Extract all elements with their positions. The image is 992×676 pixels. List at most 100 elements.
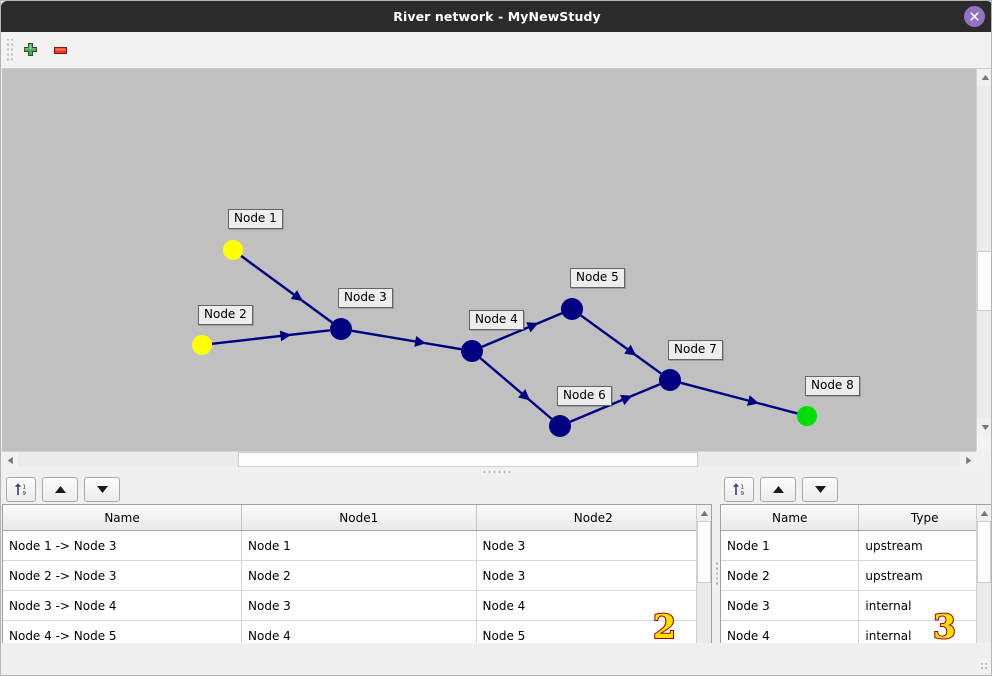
reaches-vscroll-thumb[interactable] bbox=[697, 521, 711, 583]
network-node[interactable] bbox=[192, 335, 212, 355]
network-node[interactable] bbox=[330, 318, 352, 340]
nodes-toolbar: 1 9 bbox=[720, 473, 844, 505]
table-cell[interactable]: Node 1 bbox=[721, 530, 860, 561]
sort-ascending-icon: 1 9 bbox=[14, 482, 27, 497]
table-cell[interactable]: internal bbox=[858, 590, 991, 621]
graph-hscroll-thumb[interactable] bbox=[238, 452, 698, 467]
network-node[interactable] bbox=[549, 415, 571, 437]
table-cell[interactable]: Node 4 bbox=[476, 590, 711, 621]
network-edge[interactable] bbox=[240, 254, 333, 324]
nodes-move-up-button[interactable] bbox=[760, 476, 796, 502]
edge-arrow-icon bbox=[518, 389, 531, 401]
svg-text:1: 1 bbox=[23, 484, 27, 490]
network-canvas-container: Node 1 Node 2 Node 3 Node 4 Node 5 Node 6 Node… bbox=[2, 69, 991, 468]
edge-arrow-icon bbox=[624, 344, 637, 356]
node-label-n3[interactable]: Node 3 bbox=[338, 288, 393, 308]
river-network-graph[interactable]: Node 1 Node 2 Node 3 Node 4 Node 5 Node 6 Node… bbox=[2, 69, 976, 451]
network-node[interactable] bbox=[223, 240, 243, 260]
column-header-name[interactable]: Name bbox=[3, 505, 243, 531]
table-cell[interactable]: Node 1 -> Node 3 bbox=[3, 530, 243, 561]
table-cell[interactable]: Node 2 bbox=[721, 560, 860, 591]
network-edge[interactable] bbox=[351, 329, 462, 351]
reaches-move-up-button[interactable] bbox=[42, 476, 78, 502]
node-label-n7[interactable]: Node 7 bbox=[668, 340, 723, 360]
node-label-n6[interactable]: Node 6 bbox=[557, 386, 612, 406]
column-header-node1[interactable]: Node1 bbox=[241, 505, 477, 531]
triangle-up-icon bbox=[772, 485, 784, 493]
column-header-type[interactable]: Type bbox=[858, 505, 991, 531]
column-header-node2[interactable]: Node2 bbox=[476, 505, 711, 531]
reaches-panel: 1 9 bbox=[2, 473, 712, 675]
table-cell[interactable]: Node 2 -> Node 3 bbox=[3, 560, 243, 591]
add-plus-icon bbox=[23, 42, 37, 56]
node-label-n5[interactable]: Node 5 bbox=[570, 268, 625, 288]
node-label-n2[interactable]: Node 2 bbox=[198, 305, 253, 325]
network-node[interactable] bbox=[561, 298, 583, 320]
splitter-grip-icon bbox=[714, 561, 718, 587]
vertical-splitter[interactable] bbox=[712, 473, 720, 675]
add-node-button[interactable] bbox=[16, 36, 44, 64]
remove-node-button[interactable] bbox=[46, 36, 74, 64]
table-cell[interactable]: Node 3 bbox=[721, 590, 860, 621]
reaches-scroll-up-button[interactable] bbox=[697, 505, 711, 521]
reaches-move-down-button[interactable] bbox=[84, 476, 120, 502]
nodes-move-down-button[interactable] bbox=[802, 476, 838, 502]
graph-vertical-scrollbar[interactable] bbox=[976, 69, 991, 451]
network-node[interactable] bbox=[461, 340, 483, 362]
triangle-down-icon bbox=[814, 485, 826, 493]
node-label-n8[interactable]: Node 8 bbox=[805, 376, 860, 396]
network-edge[interactable] bbox=[479, 357, 553, 420]
network-node[interactable] bbox=[797, 406, 817, 426]
table-cell[interactable]: upstream bbox=[858, 560, 991, 591]
sort-ascending-icon: 1 9 bbox=[732, 482, 745, 497]
caret-up-icon bbox=[981, 74, 989, 80]
scroll-down-button[interactable] bbox=[977, 419, 991, 435]
table-cell[interactable]: Node 3 bbox=[476, 560, 711, 591]
scroll-right-button[interactable] bbox=[960, 452, 976, 468]
network-edge[interactable] bbox=[580, 314, 662, 375]
caret-up-icon bbox=[980, 510, 989, 516]
network-edge[interactable] bbox=[569, 383, 661, 423]
graph-horizontal-scrollbar[interactable] bbox=[2, 451, 976, 468]
graph-vscroll-thumb[interactable] bbox=[977, 251, 991, 311]
close-window-button[interactable] bbox=[964, 6, 985, 27]
table-cell[interactable]: upstream bbox=[858, 530, 991, 561]
horizontal-splitter[interactable] bbox=[2, 467, 991, 475]
network-edge[interactable] bbox=[680, 381, 798, 415]
nodes-sort-button[interactable]: 1 9 bbox=[724, 476, 754, 502]
network-graph-svg bbox=[192, 240, 817, 437]
column-header-name[interactable]: Name bbox=[721, 505, 860, 531]
nodes-vscroll-thumb[interactable] bbox=[977, 521, 991, 583]
table-cell[interactable]: Node 1 bbox=[241, 530, 477, 561]
table-cell[interactable]: Node 2 bbox=[241, 560, 477, 591]
table-cell[interactable]: Node 3 -> Node 4 bbox=[3, 590, 243, 621]
scroll-left-button[interactable] bbox=[2, 452, 18, 468]
network-node[interactable] bbox=[659, 369, 681, 391]
reaches-sort-button[interactable]: 1 9 bbox=[6, 476, 36, 502]
node-label-n4[interactable]: Node 4 bbox=[469, 310, 524, 330]
window-titlebar[interactable]: River network - MyNewStudy bbox=[1, 1, 991, 32]
network-edge[interactable] bbox=[211, 329, 331, 346]
scroll-up-button[interactable] bbox=[977, 69, 991, 85]
table-cell[interactable]: Node 3 bbox=[476, 530, 711, 561]
node-label-n1[interactable]: Node 1 bbox=[228, 209, 283, 229]
window-resize-grip[interactable] bbox=[980, 662, 989, 671]
reaches-vertical-scrollbar[interactable] bbox=[696, 505, 711, 668]
network-edge[interactable] bbox=[481, 312, 563, 348]
table-cell[interactable]: Node 3 bbox=[241, 590, 477, 621]
toolbar-drag-handle[interactable] bbox=[5, 39, 14, 61]
nodes-scroll-up-button[interactable] bbox=[977, 505, 991, 521]
reaches-toolbar: 1 9 bbox=[2, 473, 126, 505]
